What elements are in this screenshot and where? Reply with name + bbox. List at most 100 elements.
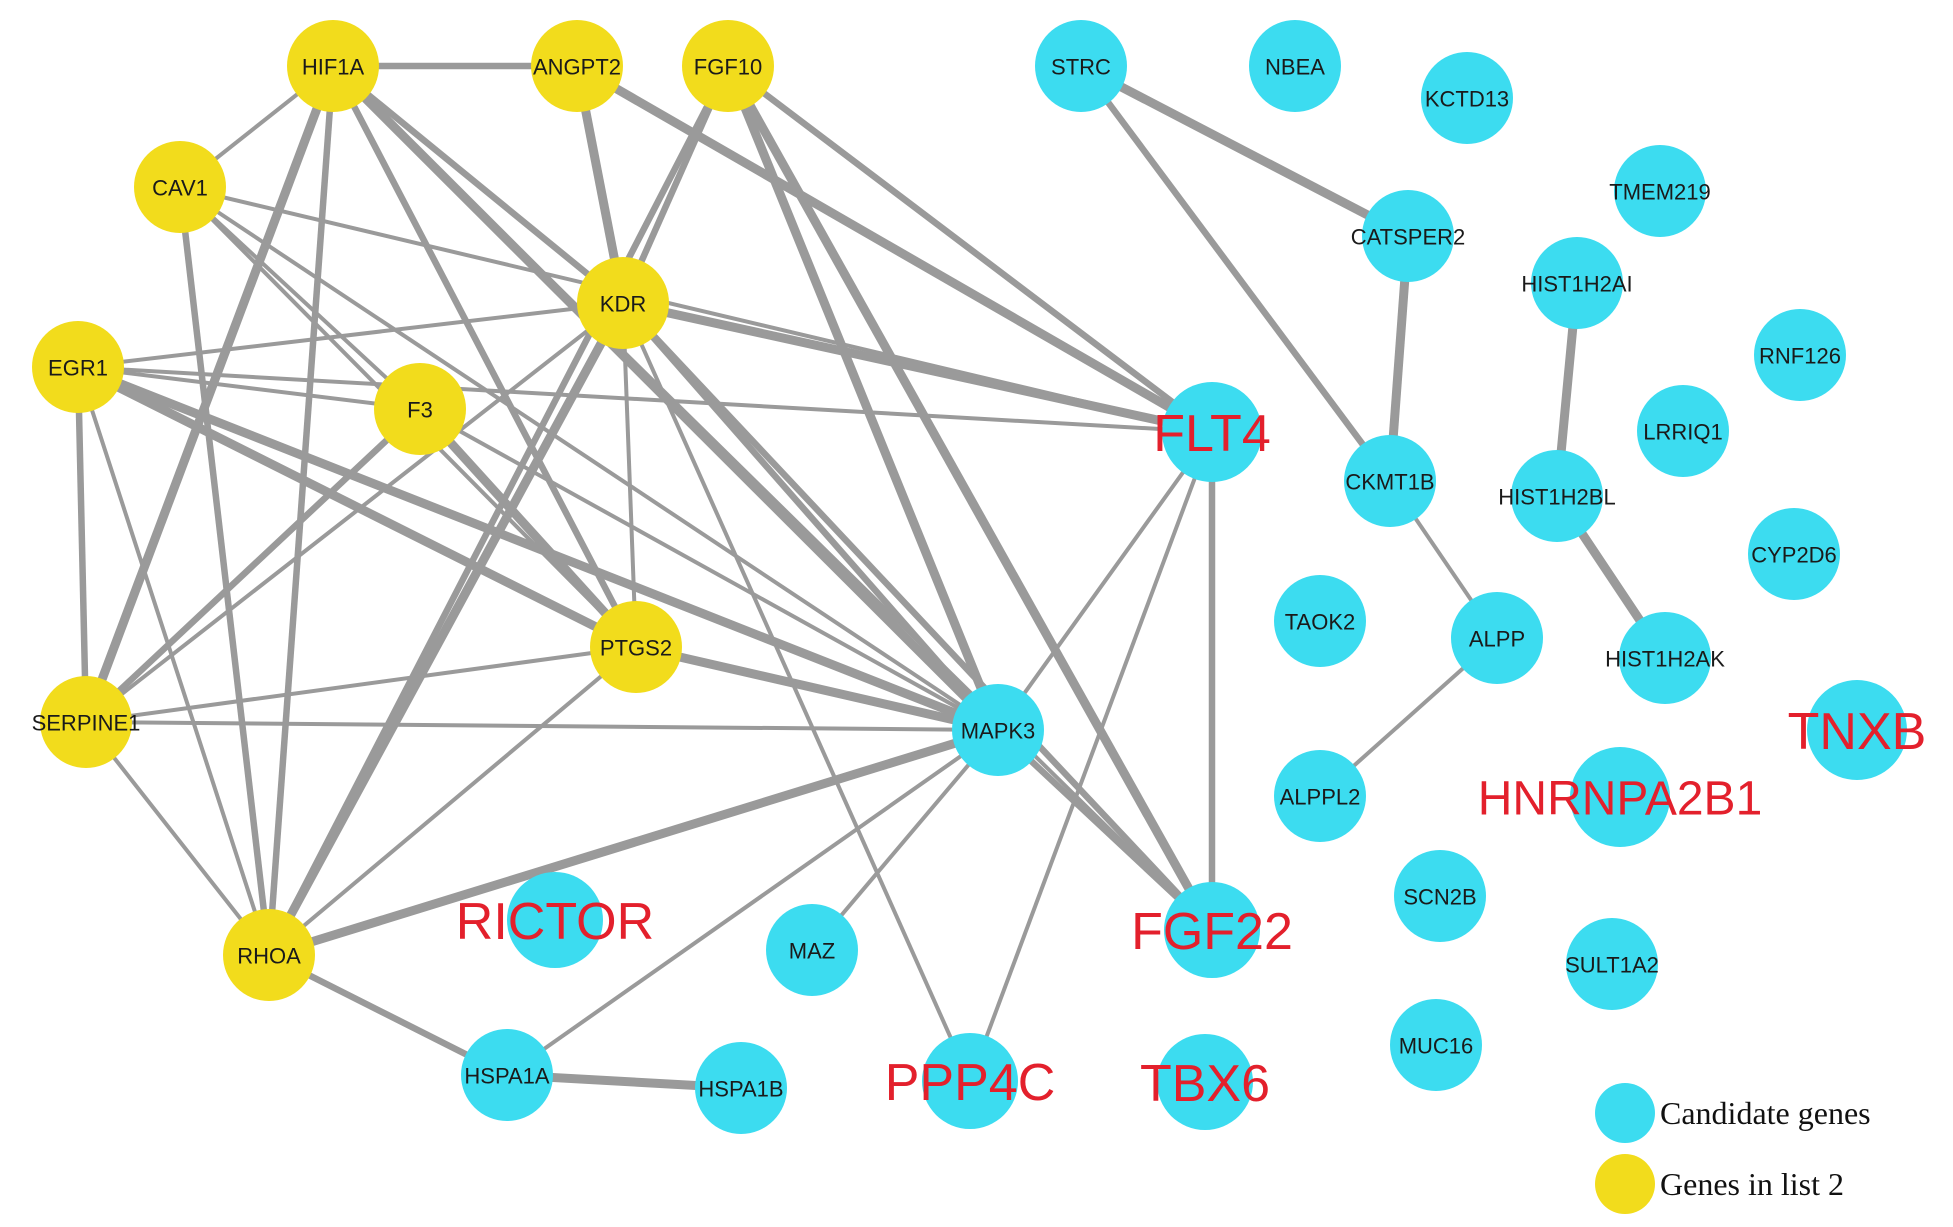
node-label-maz: MAZ [789, 939, 835, 964]
node-circle-ptgs2 [590, 601, 682, 693]
node-circle-hif1a [287, 20, 379, 112]
node-label-scn2b: SCN2B [1403, 885, 1476, 910]
node-circle-alppl2 [1274, 750, 1366, 842]
node-hif1a: HIF1A [287, 20, 379, 112]
node-label-hif1a: HIF1A [302, 55, 365, 80]
node-circle-angpt2 [531, 20, 623, 112]
node-label-tnxb: TNXB [1788, 703, 1927, 761]
legend-swatch-list2 [1595, 1154, 1655, 1214]
node-alppl2: ALPPL2 [1274, 750, 1366, 842]
node-circle-scn2b [1394, 850, 1486, 942]
node-angpt2: ANGPT2 [531, 20, 623, 112]
legend-label-list2: Genes in list 2 [1660, 1166, 1844, 1202]
node-circle-ppp4c [922, 1033, 1018, 1129]
node-mapk3: MAPK3 [952, 684, 1044, 776]
node-circle-tnxb [1807, 680, 1907, 780]
node-circle-nbea [1249, 20, 1341, 112]
node-circle-hist1h2ak [1619, 612, 1711, 704]
edges-layer [74, 62, 1669, 1093]
node-circle-fgf10 [682, 20, 774, 112]
node-label-kdr: KDR [600, 292, 646, 317]
edge-f3-serpine1 [83, 406, 423, 725]
node-tnxb: TNXB [1788, 680, 1927, 780]
edge-hif1a-ptgs2 [330, 64, 639, 649]
edge-mapk3-flt4 [996, 430, 1214, 732]
node-label-serpine1: SERPINE1 [32, 711, 141, 736]
node-circle-maz [766, 904, 858, 996]
node-f3: F3 [374, 363, 466, 455]
edge-rhoa-mapk3 [267, 725, 1000, 960]
node-catsper2: CATSPER2 [1351, 190, 1466, 282]
node-circle-hnrnpa2b1 [1570, 747, 1670, 847]
node-label-rhoa: RHOA [237, 944, 301, 969]
node-label-tmem219: TMEM219 [1609, 180, 1710, 205]
node-rhoa: RHOA [223, 909, 315, 1001]
node-circle-kctd13 [1421, 52, 1513, 144]
node-circle-strc [1035, 20, 1127, 112]
node-kctd13: KCTD13 [1421, 52, 1513, 144]
edge-egr1-f3 [77, 365, 421, 411]
edge-fgf10-flt4 [726, 63, 1214, 435]
node-label-sult1a2: SULT1A2 [1565, 953, 1659, 978]
edge-hif1a-serpine1 [81, 64, 338, 724]
node-label-ppp4c: PPP4C [885, 1054, 1056, 1112]
node-circle-hspa1a [461, 1029, 553, 1121]
node-circle-mapk3 [952, 684, 1044, 776]
node-cav1: CAV1 [134, 141, 226, 233]
legend-swatch-candidate [1595, 1083, 1655, 1143]
node-circle-taok2 [1274, 575, 1366, 667]
edge-egr1-flt4 [77, 365, 1213, 434]
node-label-nbea: NBEA [1265, 55, 1325, 80]
node-circle-rictor [507, 872, 603, 968]
node-label-flt4: FLT4 [1153, 405, 1271, 463]
edge-fgf10-mapk3 [723, 64, 1003, 732]
node-label-mapk3: MAPK3 [961, 719, 1036, 744]
node-label-ptgs2: PTGS2 [600, 636, 672, 661]
node-maz: MAZ [766, 904, 858, 996]
edge-mapk3-hspa1a [505, 728, 1000, 1077]
node-label-fgf10: FGF10 [694, 55, 762, 80]
edge-mapk3-maz [810, 728, 1000, 952]
edge-f3-mapk3 [419, 407, 999, 732]
node-label-taok2: TAOK2 [1285, 610, 1356, 635]
node-circle-muc16 [1390, 999, 1482, 1091]
node-circle-sult1a2 [1566, 918, 1658, 1010]
node-circle-serpine1 [40, 676, 132, 768]
node-label-catsper2: CATSPER2 [1351, 225, 1466, 250]
edge-f3-ptgs2 [416, 405, 640, 651]
node-hist1h2ai: HIST1H2AI [1521, 237, 1633, 329]
node-tmem219: TMEM219 [1609, 145, 1711, 237]
node-nbea: NBEA [1249, 20, 1341, 112]
node-ppp4c: PPP4C [885, 1033, 1056, 1129]
node-ptgs2: PTGS2 [590, 601, 682, 693]
node-scn2b: SCN2B [1394, 850, 1486, 942]
edge-cav1-mapk3 [178, 185, 1000, 732]
node-label-kctd13: KCTD13 [1425, 87, 1509, 112]
node-label-cyp2d6: CYP2D6 [1751, 543, 1837, 568]
node-label-rictor: RICTOR [456, 893, 654, 951]
node-label-egr1: EGR1 [48, 356, 108, 381]
node-label-lrriq1: LRRIQ1 [1643, 420, 1722, 445]
node-sult1a2: SULT1A2 [1565, 918, 1659, 1010]
edge-egr1-serpine1 [74, 366, 90, 723]
node-circle-hspa1b [695, 1042, 787, 1134]
node-circle-tmem219 [1614, 145, 1706, 237]
node-circle-cyp2d6 [1748, 508, 1840, 600]
node-serpine1: SERPINE1 [32, 676, 141, 768]
node-label-muc16: MUC16 [1399, 1034, 1474, 1059]
node-label-hspa1a: HSPA1A [464, 1064, 550, 1089]
edge-egr1-ptgs2 [75, 362, 639, 652]
node-circle-ckmt1b [1344, 435, 1436, 527]
edge-hif1a-rhoa [265, 65, 337, 956]
node-circle-rhoa [223, 909, 315, 1001]
edge-egr1-mapk3 [76, 362, 1000, 735]
node-hist1h2bl: HIST1H2BL [1498, 450, 1616, 542]
edge-kdr-flt4 [622, 298, 1213, 437]
node-circle-hist1h2ai [1531, 237, 1623, 329]
edge-kdr-ppp4c [621, 302, 972, 1082]
node-hspa1b: HSPA1B [695, 1042, 787, 1134]
node-hist1h2ak: HIST1H2AK [1605, 612, 1725, 704]
node-circle-flt4 [1162, 382, 1262, 482]
node-lrriq1: LRRIQ1 [1637, 385, 1729, 477]
